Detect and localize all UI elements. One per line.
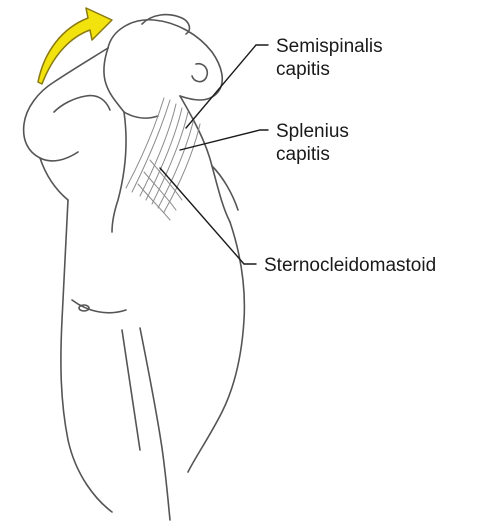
jaw (124, 112, 158, 118)
head-outline (108, 20, 222, 100)
leader-lines (160, 45, 268, 264)
label-semispinalis-capitis: Semispinalis capitis (276, 35, 383, 81)
raised-arm (24, 48, 108, 161)
lower-arm (140, 328, 170, 520)
label-line: Sternocleidomastoid (264, 254, 436, 277)
shoulder-right (212, 166, 238, 210)
neck-front (112, 112, 126, 232)
body-outline (24, 15, 245, 520)
label-splenius-capitis: Splenius capitis (276, 120, 349, 166)
leader-semispinalis (186, 45, 268, 128)
elbow (40, 158, 68, 200)
label-line: Splenius (276, 120, 349, 143)
hand-on-head (142, 15, 189, 34)
torso-left (61, 200, 112, 512)
label-line: capitis (276, 143, 349, 166)
lower-arm-inner (122, 330, 140, 450)
ear (192, 64, 207, 82)
curved-arrow-icon (38, 8, 112, 84)
label-line: Semispinalis (276, 35, 383, 58)
label-sternocleidomastoid: Sternocleidomastoid (264, 254, 436, 277)
label-line: capitis (276, 58, 383, 81)
leader-sternocleidomastoid (160, 168, 256, 264)
raised-arm-inner (54, 96, 110, 112)
torso-right (188, 222, 244, 472)
leader-splenius (180, 130, 268, 150)
face-outline (104, 48, 124, 112)
